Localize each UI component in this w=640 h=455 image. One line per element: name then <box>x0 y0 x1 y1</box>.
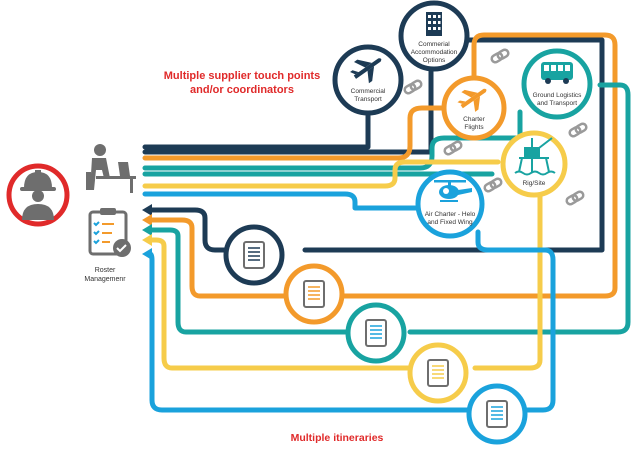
oil-rig-icon <box>514 137 556 176</box>
itinerary-2 <box>283 263 345 325</box>
chain-link-icon <box>568 122 588 138</box>
chain-link-icon <box>483 177 503 193</box>
document-icon <box>427 359 449 387</box>
chain-link-icon <box>443 140 463 156</box>
label-air-charter-line2: and Fixed Wing <box>427 219 473 226</box>
chain-links <box>403 48 588 206</box>
heading-multiple-itineraries: Multiple itineraries <box>291 432 384 444</box>
label-rig-site: Rig/Site <box>523 180 546 187</box>
heading-coordinators: and/or coordinators <box>190 84 294 96</box>
clipboard-checklist-icon <box>88 208 131 257</box>
document-icon <box>243 241 265 269</box>
line-ground <box>142 109 523 171</box>
chain-link-icon <box>403 79 423 95</box>
itinerary-3 <box>345 302 407 364</box>
roster-label-line2: Managemenr <box>84 276 126 283</box>
line-air-blue <box>142 191 423 211</box>
airplane-icon <box>350 58 382 84</box>
label-ground-line1: Ground Logistics <box>533 92 583 99</box>
bus-icon <box>541 62 573 84</box>
line-commercial-transport <box>142 89 371 150</box>
label-commercial-transport-line1: Commercial <box>351 88 386 95</box>
arrowhead-blue <box>142 248 152 260</box>
return-line-yellow <box>147 237 415 371</box>
itinerary-5 <box>466 383 528 445</box>
line-charter <box>142 105 451 161</box>
person-at-desk-icon <box>86 144 136 193</box>
node-rig-site: Rig/Site <box>500 130 568 198</box>
label-accommodation-line3: Options <box>423 57 446 64</box>
label-charter-line1: Charter <box>463 116 486 123</box>
heading-supplier-touch-points: Multiple supplier touch points <box>164 70 320 82</box>
line-rig-yellow <box>142 159 501 189</box>
label-charter-line2: Flights <box>464 124 484 131</box>
arrowhead-navy <box>142 204 152 216</box>
return-arrowheads <box>142 204 152 260</box>
line-yellow-loop <box>472 192 543 371</box>
return-line-orange <box>147 217 291 299</box>
label-accommodation-line1: Commerial <box>418 41 450 48</box>
document-icon <box>303 280 325 308</box>
node-charter-flights: Charter Flights <box>441 75 507 141</box>
arrowhead-orange <box>142 214 152 226</box>
chain-link-icon <box>565 190 585 206</box>
node-commercial-accommodation: Commerial Accommodation Options <box>398 0 470 72</box>
line-teal-loop <box>407 82 631 335</box>
return-line-teal <box>147 227 353 335</box>
arrowhead-yellow <box>142 234 152 246</box>
document-icon <box>365 319 387 347</box>
building-icon <box>426 12 442 36</box>
arrowhead-teal <box>142 224 152 236</box>
line-navy-loop <box>302 37 605 253</box>
return-line-navy <box>147 207 231 253</box>
label-air-charter-line1: Air Charter - Helo <box>425 211 476 218</box>
node-air-charter: Air Charter - Helo and Fixed Wing <box>415 169 485 239</box>
node-commercial-transport: Commercial Transport <box>332 44 404 116</box>
airplane-icon <box>457 88 487 112</box>
itinerary-1 <box>223 224 285 286</box>
itinerary-4 <box>407 342 469 404</box>
worker-avatar <box>6 163 70 227</box>
chain-link-icon <box>490 48 510 64</box>
label-commercial-transport-line2: Transport <box>354 96 382 103</box>
line-orange-loop <box>339 32 618 299</box>
hard-hat-worker-icon <box>20 170 56 220</box>
document-icon <box>486 400 508 428</box>
label-ground-line2: and Transport <box>537 100 577 107</box>
line-blue-loop <box>475 229 556 413</box>
connection-lines <box>142 32 631 413</box>
node-ground-logistics: Ground Logistics and Transport <box>521 48 593 120</box>
roster-label-line1: Roster <box>95 267 116 274</box>
helicopter-icon <box>434 180 472 202</box>
label-accommodation-line2: Accommodation <box>411 49 458 56</box>
